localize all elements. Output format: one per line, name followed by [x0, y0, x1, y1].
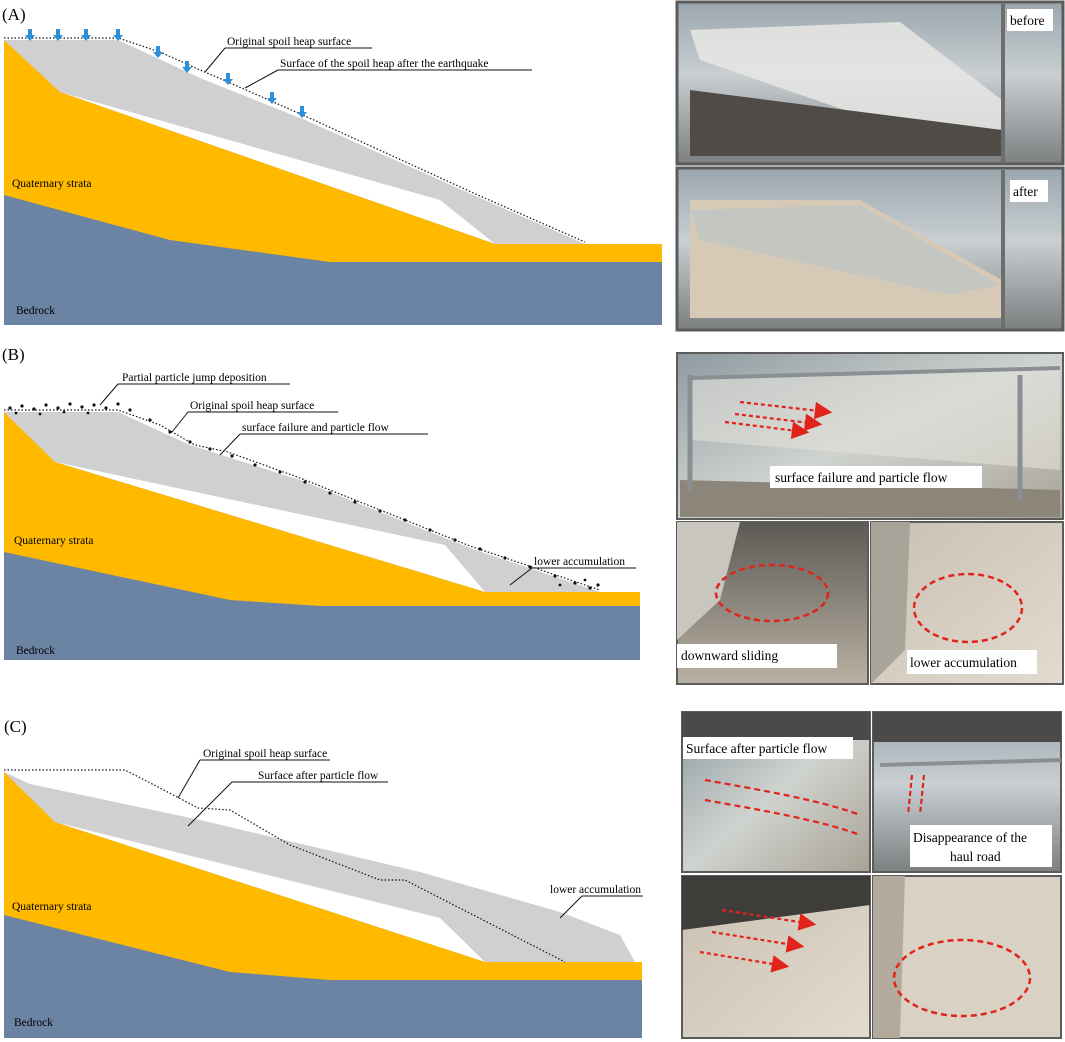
photo-label-haul-road-2: haul road — [950, 849, 1001, 864]
down-arrow-icon — [297, 106, 307, 118]
photo-label-before: before — [1010, 13, 1044, 28]
original-surface-line — [4, 769, 566, 963]
label-original-surface-b: Original spoil heap surface — [190, 400, 314, 412]
down-arrow-icon — [25, 29, 35, 41]
quaternary-strata-layer — [4, 412, 640, 606]
photo-label-downward-sliding: downward sliding — [681, 648, 778, 663]
photo-haul-road: Disappearance of the haul road — [872, 711, 1062, 873]
label-quaternary-a: Quaternary strata — [12, 178, 92, 190]
spoil-heap-layer — [4, 772, 635, 962]
panel-c-letter: (C) — [4, 717, 27, 736]
photo-downslope-flow — [681, 875, 871, 1039]
label-after-earthquake-surface: Surface of the spoil heap after the eart… — [280, 58, 489, 70]
label-quaternary-c: Quaternary strata — [12, 901, 92, 913]
down-arrow-icon — [153, 46, 163, 58]
label-bedrock-b: Bedrock — [16, 645, 55, 657]
down-arrow-icon — [113, 29, 123, 41]
label-original-surface-a: Original spoil heap surface — [227, 36, 351, 48]
panel-b: (B) Partial particle jump deposition Ori… — [2, 345, 1064, 685]
photo-label-lower-accumulation: lower accumulation — [910, 655, 1017, 670]
label-bedrock-a: Bedrock — [16, 305, 55, 317]
quaternary-strata-layer — [4, 40, 662, 262]
spoil-heap-layer — [4, 412, 600, 592]
panel-b-letter: (B) — [2, 345, 25, 364]
label-after-flow-c: Surface after particle flow — [258, 770, 379, 782]
panel-a-letter: (A) — [2, 5, 26, 24]
settlement-arrows — [25, 29, 307, 118]
photo-label-surface-failure: surface failure and particle flow — [775, 470, 948, 485]
panel-c: (C) Original spoil heap surface Surface … — [4, 711, 1062, 1039]
down-arrow-icon — [267, 92, 277, 104]
down-arrow-icon — [223, 73, 233, 85]
photo-after: after — [675, 166, 1065, 332]
panel-a: (A) Original spoil heap surface Surface … — [2, 0, 1065, 332]
label-lower-accumulation-b: lower accumulation — [534, 556, 625, 568]
original-surface-line — [4, 37, 586, 243]
down-arrow-icon — [81, 29, 91, 41]
down-arrow-icon — [53, 29, 63, 41]
label-jump-deposition: Partial particle jump deposition — [122, 372, 267, 384]
down-arrow-icon — [182, 61, 192, 73]
spoil-heap-layer — [4, 40, 585, 244]
quaternary-strata-layer — [4, 772, 642, 980]
photo-label-haul-road-1: Disappearance of the — [913, 830, 1027, 845]
label-quaternary-b: Quaternary strata — [14, 535, 94, 547]
label-bedrock-c: Bedrock — [14, 1017, 53, 1029]
label-surface-failure: surface failure and particle flow — [242, 422, 390, 434]
photo-lower-accumulation-c — [872, 875, 1062, 1039]
label-original-surface-c: Original spoil heap surface — [203, 748, 327, 760]
photo-downward-sliding: downward sliding — [676, 521, 869, 685]
particle-dots — [8, 402, 600, 590]
photo-surface-after-flow: Surface after particle flow — [681, 711, 871, 873]
label-lower-accumulation-c: lower accumulation — [550, 884, 641, 896]
photo-before: before — [675, 0, 1065, 166]
photo-surface-failure: surface failure and particle flow — [676, 352, 1064, 520]
photo-label-after: after — [1013, 184, 1038, 199]
photo-label-surface-after-flow: Surface after particle flow — [686, 741, 828, 756]
photo-lower-accumulation: lower accumulation — [870, 521, 1064, 685]
